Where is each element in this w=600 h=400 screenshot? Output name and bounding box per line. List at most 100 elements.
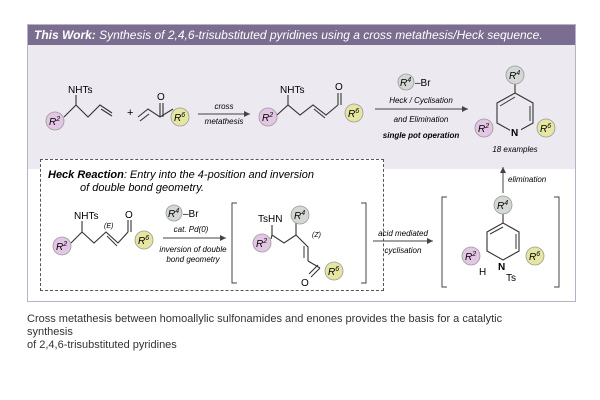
nhts-label: NHTs (68, 85, 92, 96)
z-label: (Z) (312, 232, 321, 239)
e-alkene (106, 235, 118, 247)
header-bold: This Work: (34, 28, 96, 42)
oxygen: O (125, 210, 133, 221)
r2-label: R2 (262, 112, 273, 124)
n-label: N (498, 262, 505, 273)
acid-label-1: acid mediated (378, 229, 428, 238)
ring-double-1 (499, 96, 516, 107)
r4-circle (505, 65, 525, 85)
r4-reagent-label: R4 (168, 208, 179, 220)
caption-line-3: of 2,4,6-trisubstituted pyridines (27, 339, 177, 351)
heck-title-line2: of double bond geometry. (80, 182, 204, 194)
pyridine-nitrogen: N (511, 128, 518, 139)
top-band (28, 45, 575, 169)
metathesis-product: R2 NHTs O R6 (258, 82, 364, 127)
r6-circle (344, 103, 364, 123)
inversion-label-1: inversion of double (159, 245, 227, 254)
ts-label: Ts (506, 273, 516, 284)
r2-circle (252, 233, 272, 253)
r4-label: R4 (497, 200, 508, 212)
product-chain (276, 104, 339, 116)
enone-oxygen: O (157, 92, 165, 103)
dihydro-double-1 (489, 226, 504, 235)
heck-title: Heck Reaction: Entry into the 4-position… (48, 169, 314, 181)
dihydro-ring (486, 222, 520, 261)
r2-circle (461, 246, 481, 266)
top-chain (63, 104, 113, 118)
r2-circle (52, 236, 72, 256)
nhts-label: NHTs (280, 85, 304, 96)
product-oxygen: O (335, 82, 343, 93)
ketone-oxygen: O (301, 278, 309, 289)
r2-label: R2 (56, 241, 67, 253)
r4-reagent-circle (397, 73, 415, 91)
metathesis-label: metathesis (205, 117, 244, 126)
ketone-bond (307, 260, 321, 269)
r6-label: R6 (174, 112, 185, 124)
r4-circle (493, 195, 513, 215)
header-text: Synthesis of 2,4,6-trisubstituted pyridi… (95, 28, 543, 42)
homoallyl-sulfonamide: R2 NHTs (45, 85, 113, 131)
r6-label: R6 (348, 108, 359, 120)
plus-sign: + (127, 107, 133, 119)
r6-circle (536, 118, 556, 138)
scheme-svg: R2 NHTs + O R6 cross metathesis R2 (45, 65, 560, 289)
ketone-co (310, 267, 321, 278)
caption-line-2: synthesis (27, 326, 73, 338)
r6-circle (134, 230, 154, 250)
dihydropyridine-intermediate: R4 R2 R6 H N Ts (461, 195, 545, 284)
reagent-bromide: –Br (415, 78, 431, 89)
elimination-step-label: elimination (508, 175, 547, 184)
r2-circle (45, 111, 65, 131)
r4-reagent-circle (165, 204, 183, 222)
bracket-right (361, 202, 367, 284)
r4-label: R4 (294, 210, 305, 222)
r4-reagent-label: R4 (400, 77, 411, 89)
r2-label: R2 (465, 251, 476, 263)
r6-label: R6 (540, 123, 551, 135)
r4-circle (290, 205, 310, 225)
catalyst-label: cat. Pd(0) (174, 225, 209, 234)
r6-label: R6 (529, 251, 540, 263)
pyridine-product: N R4 R2 R6 (474, 65, 556, 139)
reaction-scheme: This Work: Synthesis of 2,4,6-trisubstit… (27, 24, 576, 302)
z-alkene (295, 234, 309, 261)
r2-label: R2 (256, 238, 267, 250)
caption-line-1: Cross metathesis between homoallylic sul… (27, 313, 503, 325)
r2-circle (474, 118, 494, 138)
cross-label: cross (214, 102, 233, 111)
h-label: H (479, 267, 486, 278)
bracket-left (231, 202, 237, 284)
acid-label-2: cyclisation (385, 246, 422, 255)
e-chain (70, 231, 129, 244)
z-chain (270, 234, 297, 244)
product-alkene (313, 108, 326, 119)
enone: O R6 (137, 92, 190, 127)
r2-label: R2 (49, 116, 60, 128)
r2-circle (258, 107, 278, 127)
e-label: (E) (104, 223, 113, 230)
n-bg (510, 126, 521, 137)
r4-label: R4 (509, 70, 520, 82)
scheme-header: This Work: Synthesis of 2,4,6-trisubstit… (28, 25, 575, 45)
bracket-right (554, 196, 560, 288)
r6-circle (170, 107, 190, 127)
single-pot-label: single pot operation (383, 131, 460, 140)
tshn-label: TsHN (258, 214, 282, 225)
r2-label: R2 (478, 123, 489, 135)
inversion-label-2: bond geometry (166, 255, 220, 264)
ketone-co-2 (308, 264, 319, 275)
enone-vinyl-double (139, 113, 150, 122)
r6-circle (525, 246, 545, 266)
reagent-bromide: –Br (183, 209, 199, 220)
r6-label: R6 (328, 266, 339, 278)
nhts-label: NHTs (74, 211, 98, 222)
top-terminal-alkene (100, 108, 113, 117)
bracket-left (441, 196, 447, 288)
z-intermediate: TsHN R2 R4 (Z) O R6 (252, 205, 344, 289)
e-enone-substrate: R2 (E) NHTs O R6 (52, 210, 154, 256)
r6-label: R6 (138, 235, 149, 247)
r6-circle (324, 261, 344, 281)
enone-chain (137, 108, 174, 118)
figure-caption: Cross metathesis between homoallylic sul… (27, 313, 587, 352)
